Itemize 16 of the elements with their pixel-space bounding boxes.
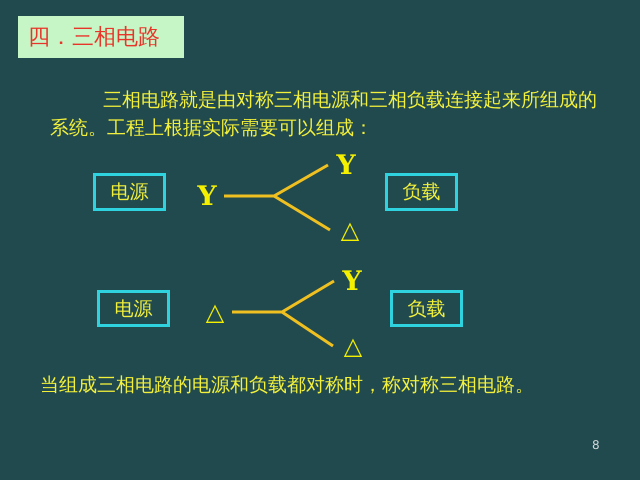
intro-paragraph: 三相电路就是由对称三相电源和三相负载连接起来所组成的系统。工程上根据实际需要可以组成： [50, 88, 598, 141]
label-box: 电源 [93, 173, 166, 211]
title-box: 四．三相电路 [18, 16, 184, 58]
conclusion-sentence: 当组成三相电路的电源和负载都对称时，称对称三相电路。 [40, 373, 535, 398]
page-number: 8 [592, 438, 600, 452]
delta-symbol: △ [333, 328, 373, 364]
label-box: 电源 [97, 290, 170, 327]
label-box: 负载 [390, 290, 463, 327]
wye-symbol: Y [328, 148, 364, 182]
fork-line [224, 194, 331, 232]
delta-symbol: △ [198, 296, 232, 328]
wye-symbol: Y [334, 264, 370, 298]
fork-line [232, 310, 334, 348]
delta-symbol: △ [330, 212, 370, 248]
label-box: 负载 [385, 173, 458, 211]
wye-symbol: Y [190, 180, 224, 212]
